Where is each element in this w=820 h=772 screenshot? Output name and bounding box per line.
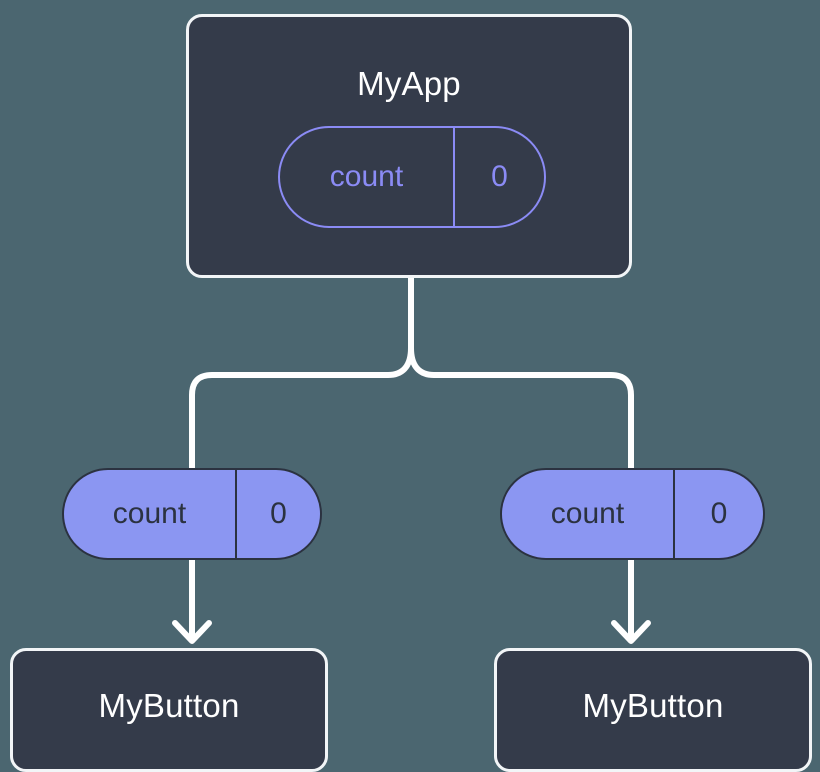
state-pill-value: 0 (491, 160, 508, 193)
prop-pill-value: 0 (710, 497, 728, 530)
prop-flow-arrow-right-head (611, 620, 651, 644)
state-pill-key: count (280, 128, 455, 226)
component-title-myapp: MyApp (357, 65, 461, 102)
prop-pill-key: count (64, 470, 237, 558)
component-title-mybutton-right: MyButton (582, 687, 724, 724)
branch-connector-left (189, 345, 414, 483)
state-pill-myapp-count[interactable]: count 0 (278, 126, 546, 228)
prop-pill-key: count (502, 470, 675, 558)
prop-pill-right-count[interactable]: count 0 (500, 468, 765, 560)
component-box-mybutton-right[interactable]: MyButton (494, 648, 812, 772)
component-title-mybutton-left: MyButton (98, 687, 240, 724)
prop-pill-left-count[interactable]: count 0 (62, 468, 322, 560)
prop-pill-value: 0 (270, 497, 287, 530)
prop-flow-arrow-left-head (172, 620, 212, 644)
component-box-mybutton-left[interactable]: MyButton (10, 648, 328, 772)
branch-connector-right (408, 345, 634, 483)
